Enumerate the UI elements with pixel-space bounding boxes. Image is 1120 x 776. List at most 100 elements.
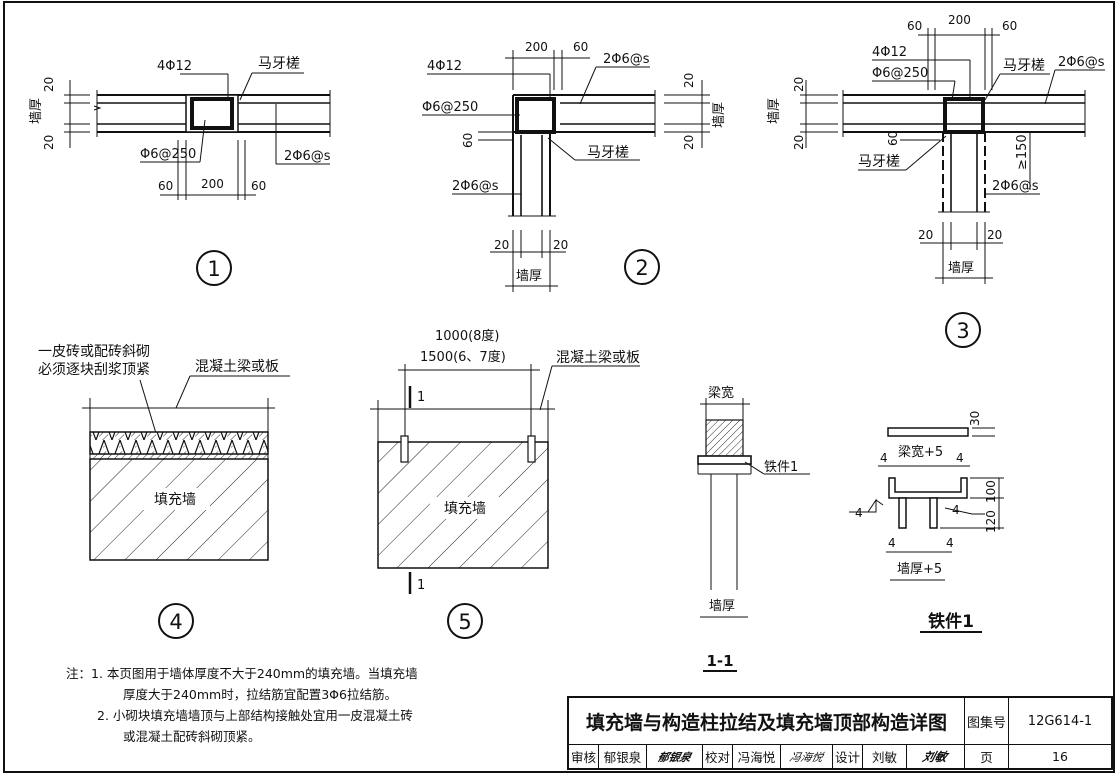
review-signature: 郁银泉 (647, 745, 703, 769)
p1-dim-120: 120 (984, 510, 998, 533)
d5-section-mark-top: 1 (417, 390, 425, 405)
d3-dim-20-top: 20 (792, 77, 806, 92)
d1-label-phi6-250: Φ6@250 (140, 147, 196, 162)
d1-label-4phi12: 4Φ12 (157, 59, 192, 74)
d3-label-2phi6s-top: 2Φ6@s (1058, 55, 1105, 70)
review-sign-text: 郁银泉 (656, 750, 693, 764)
detail-5: 1000(8度) 1500(6、7度) 混凝土梁或板 1 填充墙 1 5 (370, 328, 640, 639)
p1-label-beam-width-plus5: 梁宽+5 (898, 444, 943, 460)
section-1-1: 梁宽 铁件1 墙厚 1-1 (697, 385, 810, 672)
d1-number: 1 (207, 257, 220, 281)
d1-dim-20-bottom: 20 (42, 135, 56, 150)
d3-label-2phi6s-bottom: 2Φ6@s (992, 179, 1039, 194)
d2-label-phi6-250: Φ6@250 (422, 100, 478, 115)
d3-label-mayacha-top: 马牙槎 (1003, 58, 1045, 74)
d3-dim-60: 60 (886, 131, 900, 146)
d2-dim-20-r: 20 (553, 238, 568, 252)
d1-bottom-dims (160, 140, 256, 200)
d3-dim-60-r: 60 (1002, 19, 1017, 33)
sheet-border (3, 1, 1115, 773)
title-block: 填充墙与构造柱拉结及填充墙顶部构造详图 图集号 12G614-1 审核 郁银泉 … (567, 696, 1113, 770)
check-label: 校对 (703, 745, 733, 769)
d3-label-wall-thickness-bottom: 墙厚 (948, 261, 974, 276)
p1-dim-100: 100 (984, 480, 998, 503)
d1-dim-200: 200 (201, 177, 224, 191)
d5-dim-line1: 1000(8度) (435, 328, 500, 344)
d5-anchor-left (400, 435, 409, 463)
design-sign-text: 刘敏 (921, 750, 950, 764)
d2-dim-20-l: 20 (494, 238, 509, 252)
d4-note-line2: 必须逐块刮浆顶紧 (38, 362, 150, 378)
title-block-title: 填充墙与构造柱拉结及填充墙顶部构造详图 (569, 698, 965, 745)
atlas-label: 图集号 (965, 698, 1009, 745)
d4-number-circle (158, 603, 194, 639)
d1-dim-20-top: 20 (42, 77, 56, 92)
d2-label-mayacha: 马牙槎 (587, 145, 629, 161)
d3-dim-ge150: ≥150 (1015, 134, 1030, 170)
d3-top-dims (918, 28, 1000, 90)
d5-label-beam: 混凝土梁或板 (556, 350, 640, 366)
d2-dim-60-left: 60 (461, 133, 475, 148)
note-line-3: 2. 小砌块填充墙墙顶与上部结构接触处宜用一皮混凝土砖 (97, 708, 413, 723)
d3-bottom-dims (920, 222, 1003, 284)
design-name: 刘敏 (863, 745, 907, 769)
d3-label-wall-thickness: 墙厚 (767, 98, 782, 124)
d2-label-4phi12: 4Φ12 (427, 59, 462, 74)
p1-dim-4-d: 4 (946, 536, 954, 550)
d4-label-infill: 填充墙 (154, 492, 196, 508)
d4-note-line1: 一皮砖或配砖斜砌 (38, 344, 150, 360)
s11-label-wall-thickness: 墙厚 (709, 599, 735, 614)
s11-label-beam-width: 梁宽 (708, 385, 734, 401)
notes: 注：1. 本页图用于墙体厚度不大于240mm的填充墙。当填充墙 厚度大于240m… (66, 663, 486, 747)
check-sign-text: 冯海悦 (788, 750, 825, 764)
design-signature: 刘敏 (907, 745, 965, 769)
detail-4: 一皮砖或配砖斜砌 必须逐块刮浆顶紧 混凝土梁或板 填充墙 4 (38, 344, 290, 639)
d2-label-wall-thickness-right: 墙厚 (712, 102, 727, 128)
d2-dim-60: 60 (573, 40, 588, 54)
d1-left-dims (64, 80, 90, 148)
p1-label-wall-thickness-plus5: 墙厚+5 (897, 562, 942, 577)
note-line-1: 注：1. 本页图用于墙体厚度不大于240mm的填充墙。当填充墙 (66, 666, 418, 681)
p1-dim-30: 30 (968, 411, 982, 426)
s11-title: 1-1 (706, 652, 733, 670)
p1-channel (888, 477, 968, 529)
detail-3: 60 200 60 4Φ12 Φ6@250 马牙槎 2Φ6@s 20 墙厚 20… (767, 13, 1105, 348)
d5-number: 5 (458, 610, 471, 634)
d3-dim-20-r: 20 (987, 228, 1002, 242)
note-line-2: 厚度大于240mm时，拉结筋宜配置3Φ6拉结筋。 (123, 687, 397, 702)
d3-dim-20-l: 20 (918, 228, 933, 242)
d2-bottom-dims (490, 230, 566, 292)
d5-anchor-right (527, 435, 536, 463)
review-label: 审核 (569, 745, 599, 769)
atlas-number: 12G614-1 (1009, 698, 1111, 745)
d3-left-dims (800, 80, 838, 148)
d1-dim-60-left: 60 (158, 179, 173, 193)
d2-right-dims (664, 80, 710, 148)
d3-label-phi6-250: Φ6@250 (872, 66, 928, 81)
review-name: 郁银泉 (599, 745, 647, 769)
d5-label-infill: 填充墙 (444, 501, 486, 517)
s11-plate (697, 455, 752, 465)
p1-dim-4-weld-l: 4 (855, 506, 863, 520)
d2-label-2phi6s-top: 2Φ6@s (603, 52, 650, 67)
d1-number-circle (196, 250, 232, 286)
d3-label-mayacha-bottom: 马牙槎 (858, 154, 900, 170)
page-number: 16 (1009, 745, 1111, 769)
part-1: 30 4 梁宽+5 4 4 4 100 120 4 4 墙厚+5 铁件1 (849, 411, 1004, 633)
d2-dim-20-right: 20 (682, 73, 696, 88)
d2-number: 2 (635, 256, 648, 280)
detail-1: 4Φ12 马牙槎 Φ6@250 2Φ6@s 20 墙厚 20 60 200 60… (29, 56, 331, 286)
d2-dim-200: 200 (525, 40, 548, 54)
note-line-4: 或混凝土配砖斜砌顶紧。 (123, 729, 261, 744)
p1-dim-4-c: 4 (888, 536, 896, 550)
detail-1-column (175, 94, 252, 133)
d5-dim-line2: 1500(6、7度) (420, 349, 506, 365)
d3-dim-20-bottom: 20 (792, 135, 806, 150)
detail-2: 200 60 4Φ12 2Φ6@s Φ6@250 60 马牙槎 2Φ6@s 20… (422, 40, 727, 292)
s11-label-part: 铁件1 (764, 460, 798, 475)
s11-beam (705, 419, 744, 457)
d2-column (515, 97, 556, 134)
d1-label-wall-thickness: 墙厚 (29, 98, 44, 124)
d4-number: 4 (169, 610, 182, 634)
page-label: 页 (965, 745, 1009, 769)
